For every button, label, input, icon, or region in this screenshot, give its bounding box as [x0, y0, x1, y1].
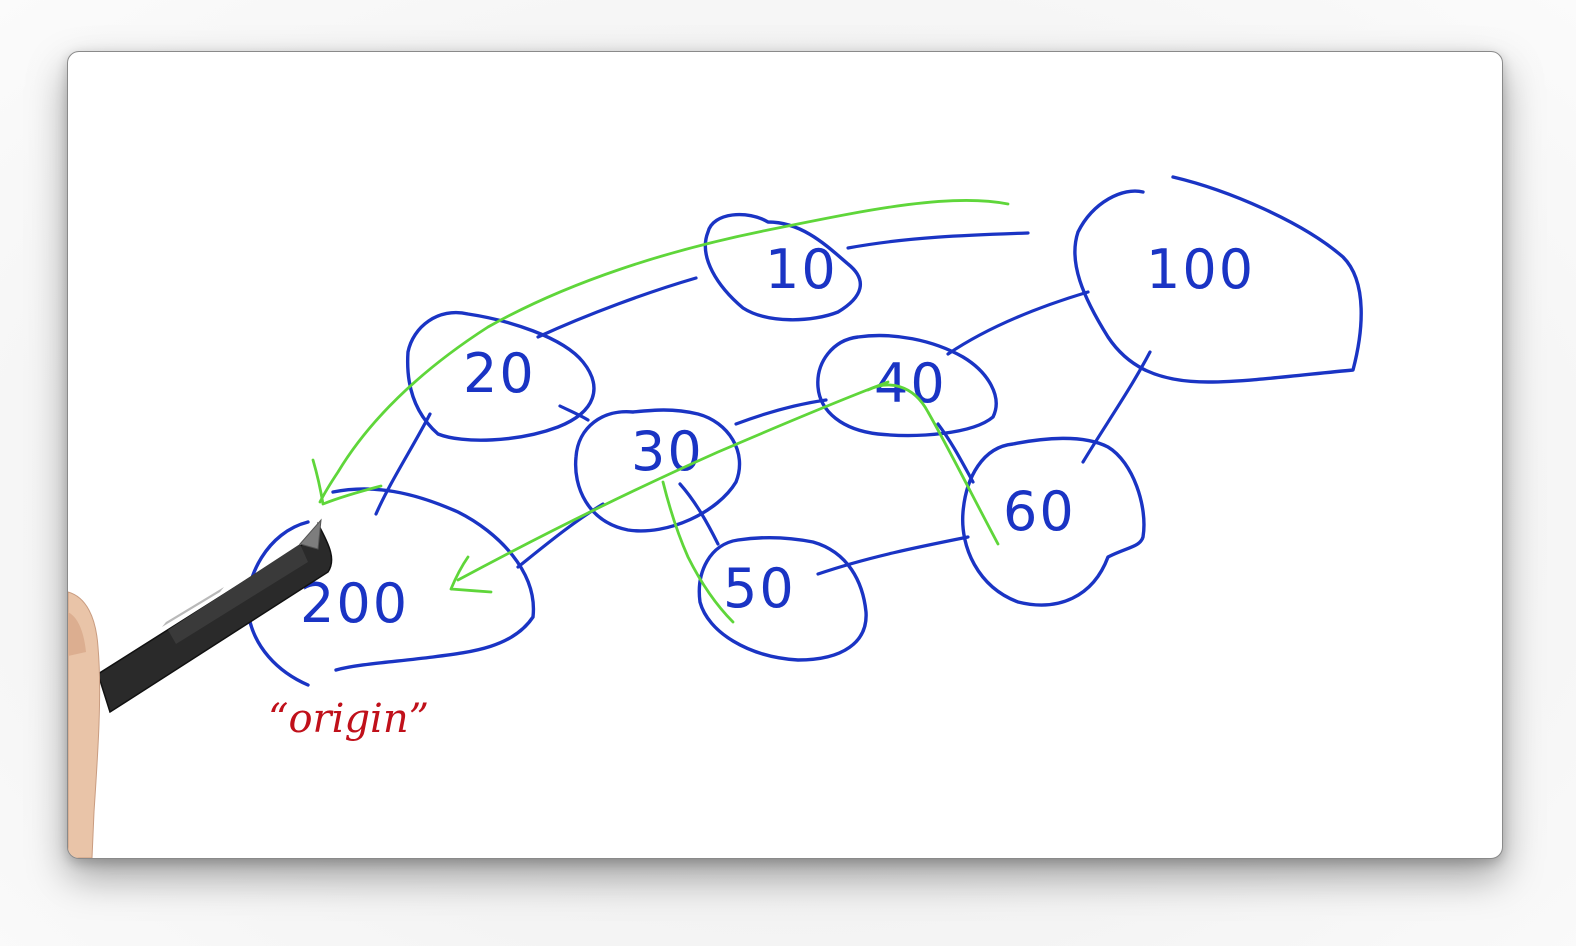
node-10-label: 10 — [765, 238, 838, 301]
green-arrowhead-200-right — [449, 555, 493, 594]
edge-50-60 — [816, 535, 970, 576]
edge-20-200 — [374, 412, 432, 516]
whiteboard-canvas: 10 20 30 40 50 60 100 200 “origin” — [68, 175, 1363, 858]
edge-60-100 — [1081, 350, 1152, 464]
green-path-40-to-60 — [866, 383, 1000, 546]
video-frame: 10 20 30 40 50 60 100 200 “origin” — [67, 51, 1503, 859]
node-40-outline — [816, 333, 998, 438]
green-path-40-to-200 — [456, 380, 890, 582]
node-100-label: 100 — [1146, 238, 1255, 301]
node-30-label: 30 — [631, 420, 704, 483]
node-200-label: 200 — [300, 572, 409, 635]
node-10-outline — [703, 212, 862, 322]
origin-annotation: “origin” — [268, 696, 429, 742]
edge-30-40 — [734, 398, 828, 426]
edge-30-200 — [516, 502, 605, 569]
node-60-label: 60 — [1003, 480, 1076, 543]
green-arrowhead-200-top — [311, 458, 383, 506]
green-path-100-to-200 — [318, 199, 1010, 504]
edge-10-100 — [846, 231, 1030, 250]
edge-20-30 — [558, 404, 590, 422]
node-20-outline — [405, 310, 596, 442]
node-100-outline — [1073, 175, 1363, 384]
edge-40-100 — [946, 290, 1090, 356]
node-30-outline — [573, 408, 742, 533]
node-60-outline — [960, 436, 1146, 607]
edge-10-20 — [536, 276, 698, 339]
node-50-outline — [697, 535, 868, 662]
node-20-label: 20 — [463, 342, 536, 405]
green-path-30-to-50 — [661, 480, 735, 624]
node-50-label: 50 — [723, 557, 796, 620]
pen-icon — [97, 518, 333, 714]
hand-icon — [68, 591, 101, 858]
